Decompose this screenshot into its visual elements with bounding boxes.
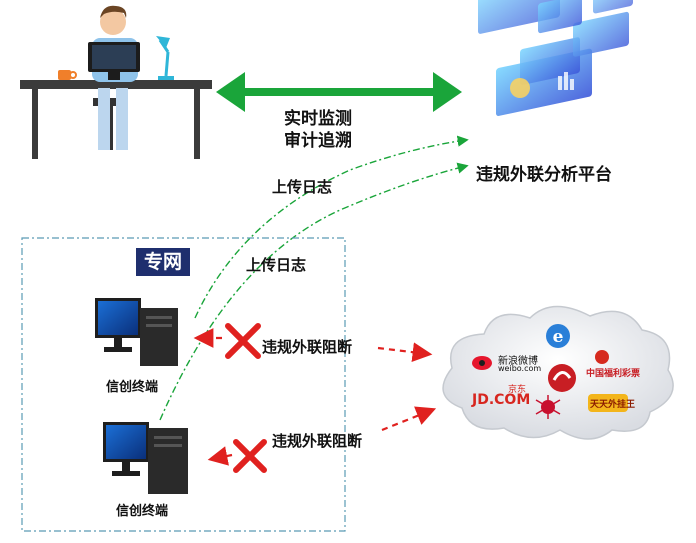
upload-log-label: 上传日志 (246, 256, 307, 274)
platform-label: 违规外联分析平台 (476, 165, 612, 185)
internet-cloud-icon: e (442, 305, 674, 440)
lottery-logo-text: 中国福利彩票 (586, 369, 641, 379)
game-logo-text: 天天外挂王 (590, 400, 636, 410)
block-x-icon (225, 323, 261, 359)
jd-logo-text: JD.COM (472, 392, 531, 408)
analysis-platform-dashboard-icon (478, 0, 633, 117)
terminal-label: 信创终端 (116, 504, 169, 519)
private-network-badge: 专网 (136, 248, 190, 276)
svg-text:e: e (553, 327, 564, 347)
block-line-1 (193, 323, 433, 362)
block-line-2 (207, 406, 437, 473)
audit-label: 审计追溯 (284, 131, 352, 151)
terminal-label: 信创终端 (106, 380, 159, 395)
private-network-boundary (21, 237, 346, 532)
block-label: 违规外联阻断 (262, 338, 353, 356)
operator-at-desk-icon (20, 5, 212, 159)
weibo-logo-text: 新浪微博 (498, 356, 538, 367)
terminal-2-computer-icon (103, 422, 188, 494)
block-label: 违规外联阻断 (272, 432, 363, 450)
terminal-1-computer-icon (95, 298, 178, 366)
weibo-domain-text: weibo.com (498, 364, 542, 373)
jd-cn-text: 京东 (508, 385, 527, 395)
bidirectional-sync-arrow (216, 72, 462, 112)
block-x-icon (233, 439, 267, 473)
monitoring-label: 实时监测 (284, 109, 352, 129)
upload-log-label: 上传日志 (272, 178, 333, 196)
upload-log-curves (159, 135, 469, 421)
